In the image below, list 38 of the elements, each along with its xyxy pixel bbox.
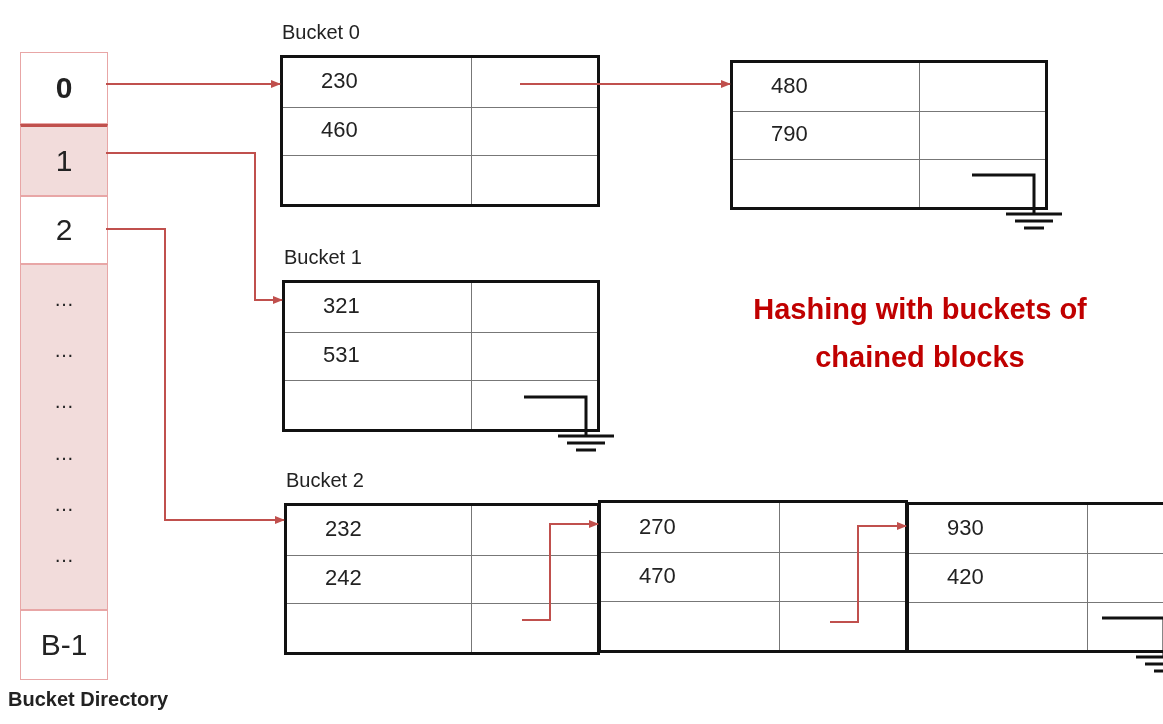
directory-slot: [20, 196, 108, 264]
pointer-arrow: [105, 228, 285, 524]
key-value: 531: [323, 342, 360, 368]
key-value: 790: [771, 121, 808, 147]
directory-slot: [20, 610, 108, 680]
diagram-title: Hashing with buckets of chained blocks: [752, 292, 1088, 375]
bucket-label: Bucket 0: [282, 21, 360, 44]
slot-number: 0: [55, 71, 73, 105]
pointer-arrow: [829, 522, 907, 623]
slot-number: 2: [55, 213, 73, 247]
ellipsis-slot: [20, 264, 108, 610]
key-value: 470: [639, 562, 676, 589]
pointer-arrow: [105, 152, 283, 304]
slot-number: 1: [55, 144, 73, 178]
bucket-label: Bucket 1: [284, 246, 362, 269]
directory-caption: Bucket Directory: [8, 688, 169, 711]
ellipsis-text: …: [54, 340, 74, 360]
key-value: 242: [325, 565, 362, 591]
key-value: 230: [321, 68, 358, 95]
key-value: 232: [325, 516, 362, 543]
slot-number: B-1: [40, 628, 88, 662]
ellipsis-text: …: [54, 288, 74, 309]
directory-slot: [20, 52, 108, 124]
pointer-arrow: [521, 520, 599, 621]
key-value: 480: [771, 73, 808, 99]
ellipsis-text: …: [54, 391, 74, 412]
ellipsis-text: …: [54, 493, 74, 514]
bucket-label: Bucket 2: [286, 469, 364, 492]
key-value: 930: [947, 515, 984, 542]
ellipsis-text: …: [54, 442, 74, 463]
pointer-arrow: [105, 80, 281, 88]
key-value: 321: [323, 293, 360, 320]
key-value: 270: [639, 513, 676, 540]
pointer-arrow: [519, 80, 731, 88]
ellipsis-text: …: [54, 545, 74, 566]
key-value: 420: [947, 563, 984, 590]
key-value: 460: [321, 117, 358, 143]
directory-slot: [20, 124, 108, 196]
